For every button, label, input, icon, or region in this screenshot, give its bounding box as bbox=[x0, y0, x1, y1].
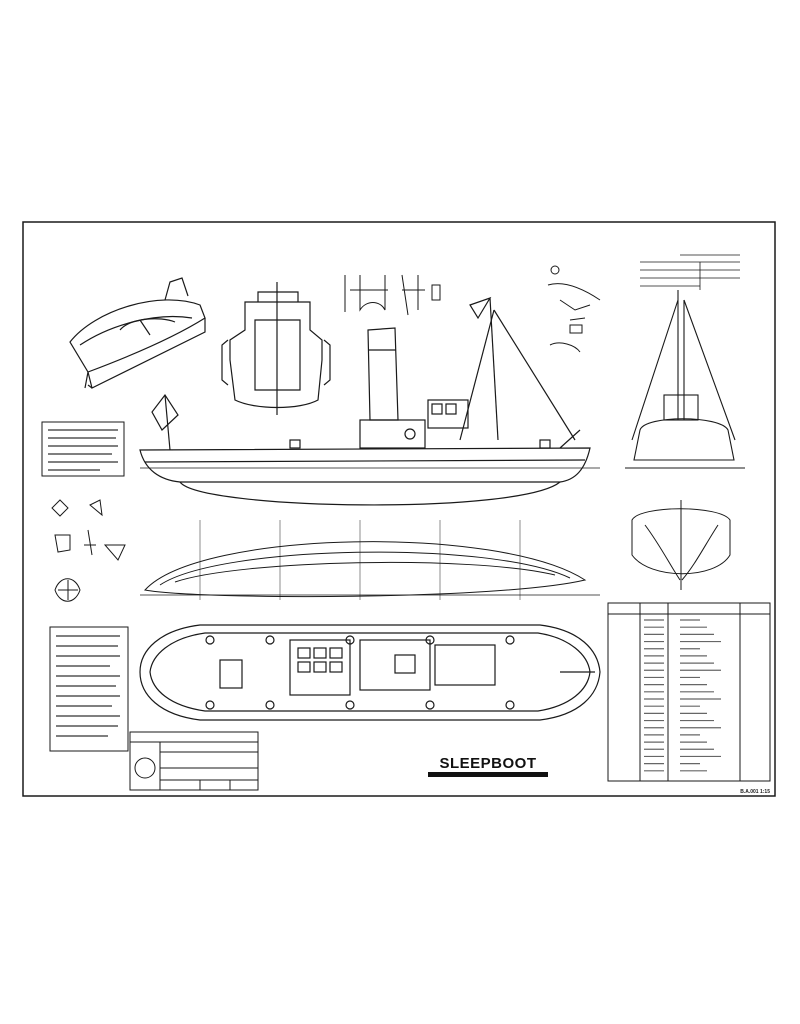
title-underline-bar bbox=[428, 772, 548, 777]
dinghy-perspective-view bbox=[69, 277, 206, 389]
midship-section-view bbox=[221, 282, 331, 415]
parts-table-rows bbox=[644, 619, 721, 772]
drawing-title: SLEEPBOOT bbox=[428, 755, 548, 777]
sheet-border bbox=[22, 221, 776, 797]
stamp-block bbox=[129, 731, 259, 791]
drawing-title-text: SLEEPBOOT bbox=[439, 755, 536, 772]
parts-table bbox=[607, 602, 771, 782]
sheet-reference: B.A.001 1:15 bbox=[740, 789, 770, 795]
notes-box-lower bbox=[49, 626, 129, 752]
profile-view bbox=[139, 296, 600, 506]
deck-plan-view bbox=[139, 624, 601, 721]
left-detail-views bbox=[51, 499, 126, 602]
body-sections-view bbox=[631, 500, 731, 590]
lines-plan-view bbox=[140, 520, 600, 600]
front-view bbox=[625, 290, 745, 469]
detail-views-top bbox=[344, 265, 601, 353]
title-block-top-right bbox=[640, 254, 740, 290]
notes-box-upper bbox=[41, 421, 125, 477]
